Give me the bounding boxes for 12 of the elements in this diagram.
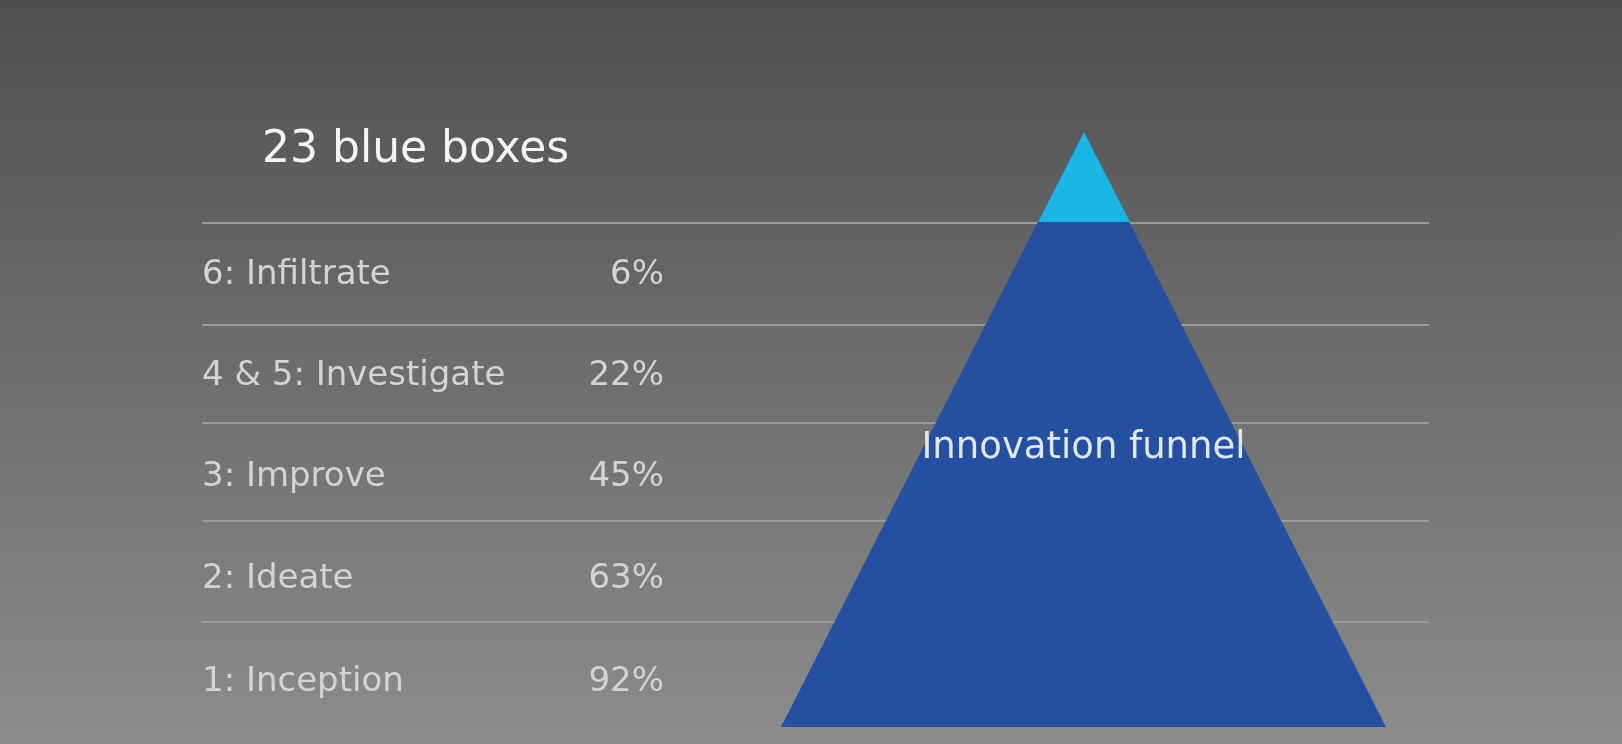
percentage-value: 6%	[610, 252, 664, 292]
stage-name: 6: Infiltrate	[202, 252, 391, 292]
title: 23 blue boxes	[262, 120, 570, 174]
percentage-value: 63%	[588, 556, 664, 596]
stage-name: 2: Ideate	[202, 556, 354, 596]
stage-name: 4 & 5: Investigate	[202, 353, 506, 393]
percentage-value: 92%	[588, 659, 664, 699]
percentage-value: 22%	[588, 353, 664, 393]
percentage-value: 45%	[588, 454, 664, 494]
stage-name: 3: Improve	[202, 454, 386, 494]
funnel-label: Innovation funnel	[920, 423, 1247, 468]
stage-name: 1: Inception	[202, 659, 404, 699]
